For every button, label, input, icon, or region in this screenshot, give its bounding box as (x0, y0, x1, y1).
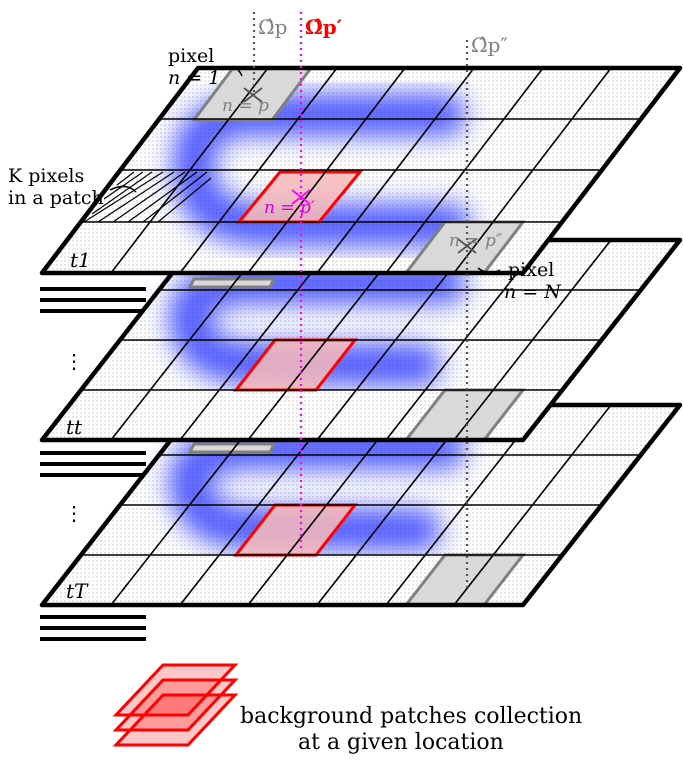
n-p-label: n = p (222, 96, 269, 116)
frame-label-mid: tt (66, 415, 83, 439)
ellipsis-lower: ⋮ (64, 501, 84, 525)
frame-layer-first (39, 65, 683, 276)
frame-stack-lines-bottom (40, 615, 146, 641)
n-p-dprime-label: n = p″ (449, 231, 503, 251)
omega-p-prime-label: Ω̂p′ (305, 15, 342, 39)
pixel-first-label: pixel (168, 45, 214, 67)
legend-caption-line2: at a given location (298, 730, 504, 755)
pixel-last-callout (477, 267, 501, 274)
pixel-first-index: n = 1 (168, 67, 220, 89)
n-p-prime-label: n = p′ (264, 198, 315, 218)
cross-mark-p-prime (291, 189, 311, 205)
frame-stack-lines-mid (40, 451, 146, 477)
frame-stack-lines-top (40, 287, 146, 313)
pixel-first-callout (221, 66, 243, 77)
omega-p-label: Ω̂p (258, 15, 287, 39)
patch-hatching (83, 171, 212, 223)
patch-note-line1: K pixels (8, 165, 84, 187)
patch-note-line2: in a patch (8, 187, 104, 209)
cross-mark-p (243, 87, 263, 103)
ellipsis-upper: ⋮ (64, 349, 84, 373)
frame-label-last: tT (66, 579, 89, 603)
frame-layer-mid (39, 237, 683, 443)
patch-note-callout (109, 185, 137, 193)
pixel-last-index: n = N (504, 281, 562, 303)
frame-label-first: t1 (70, 248, 91, 272)
pixel-last-label: pixel (508, 259, 554, 281)
legend-patch-stack (112, 663, 239, 747)
legend-caption-line1: background patches collection (240, 704, 582, 729)
omega-p-dprime-label: Ω̂p″ (471, 33, 508, 57)
